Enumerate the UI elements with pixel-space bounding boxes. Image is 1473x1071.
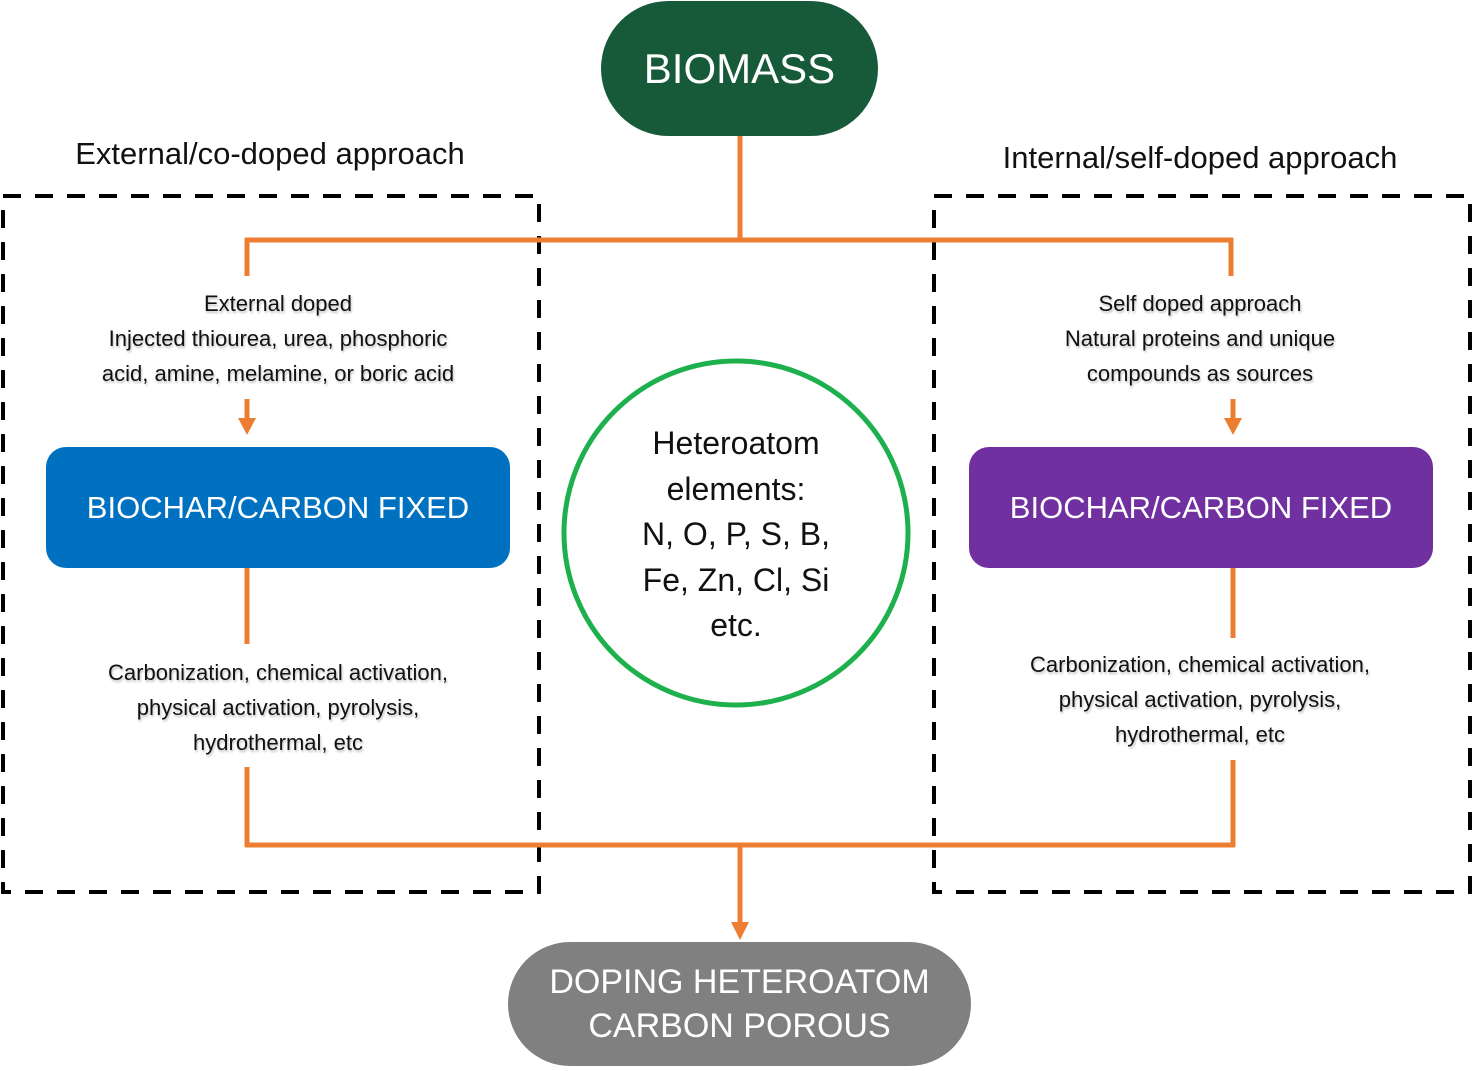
external-input-line: acid, amine, melamine, or boric acid [101, 361, 455, 386]
arrowhead-product [731, 922, 749, 940]
product-label-line: CARBON POROUS [588, 1007, 891, 1045]
internal-biochar-label: BIOCHAR/CARBON FIXED [1009, 489, 1393, 525]
heteroatom-circle [561, 358, 911, 708]
arrowhead-right-biochar [1224, 418, 1242, 435]
heteroatom-line: elements: [666, 470, 806, 507]
heteroatom-circle-text: Heteroatom elements: N, O, P, S, B, Fe, … [566, 420, 906, 650]
arrowhead-left-biochar [238, 418, 256, 435]
external-process-description: Carbonization, chemical activation, phys… [30, 655, 526, 760]
internal-input-line: compounds as sources [1086, 361, 1314, 386]
external-input-line: Injected thiourea, urea, phosphoric [108, 326, 448, 351]
external-approach-title: External/co-doped approach [75, 136, 465, 171]
product-node: DOPING HETEROATOM CARBON POROUS [508, 942, 971, 1066]
heteroatom-line: Heteroatom [652, 425, 820, 462]
internal-process-line: physical activation, pyrolysis, [1058, 687, 1342, 712]
heteroatom-line: etc. [710, 607, 762, 644]
internal-input-description: Self doped approach Natural proteins and… [960, 286, 1440, 391]
external-process-line: physical activation, pyrolysis, [136, 695, 420, 720]
biomass-label: BIOMASS [643, 44, 836, 92]
internal-approach-dashed-border [932, 194, 1472, 894]
biomass-node: BIOMASS [601, 1, 878, 136]
product-label-line: DOPING HETEROATOM [549, 963, 930, 1001]
external-approach-dashed-border [1, 194, 541, 894]
external-biochar-box: BIOCHAR/CARBON FIXED [46, 447, 510, 568]
internal-input-line: Self doped approach [1098, 291, 1302, 316]
internal-process-line: hydrothermal, etc [1115, 722, 1285, 747]
internal-biochar-box: BIOCHAR/CARBON FIXED [969, 447, 1433, 568]
external-biochar-label: BIOCHAR/CARBON FIXED [86, 489, 470, 525]
internal-process-description: Carbonization, chemical activation, phys… [955, 647, 1445, 752]
heteroatom-line: Fe, Zn, Cl, Si [642, 561, 830, 598]
internal-approach-title: Internal/self-doped approach [1002, 140, 1398, 175]
heteroatom-line: N, O, P, S, B, [642, 516, 830, 553]
external-process-line: Carbonization, chemical activation, [108, 660, 448, 685]
internal-input-line: Natural proteins and unique [1064, 326, 1336, 351]
internal-process-line: Carbonization, chemical activation, [1030, 652, 1370, 677]
external-input-description: External doped Injected thiourea, urea, … [30, 286, 526, 391]
external-process-line: hydrothermal, etc [193, 730, 363, 755]
external-input-line: External doped [204, 291, 352, 316]
